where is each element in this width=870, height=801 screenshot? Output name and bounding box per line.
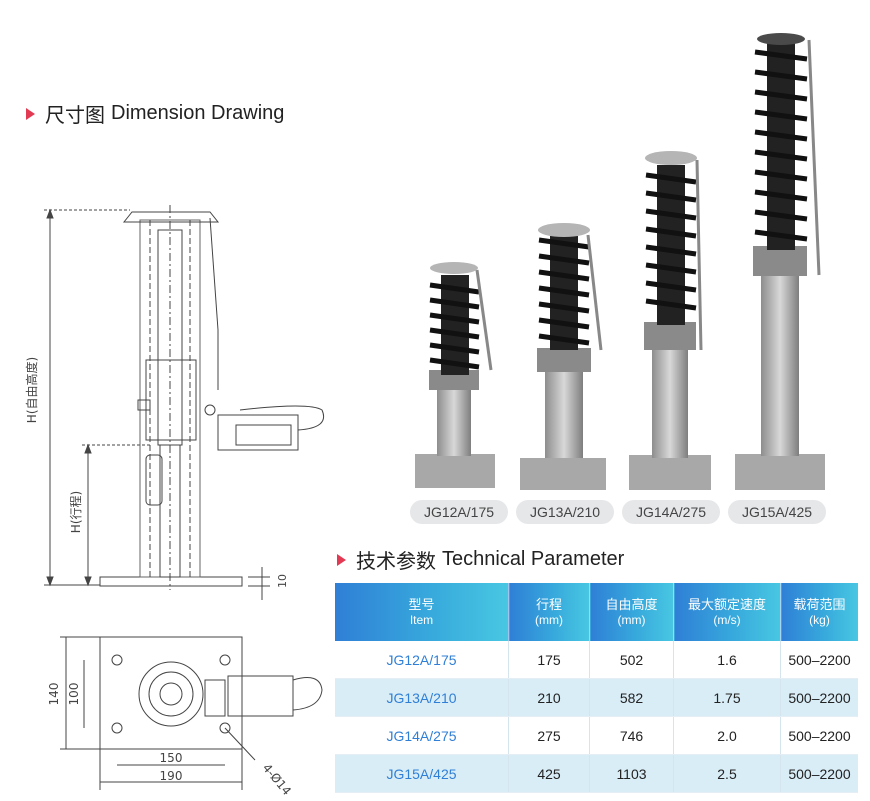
cell-load-range: 500–2200 [780,716,858,755]
holes-label: 4-Ø14 [260,761,294,798]
header-stroke: 行程(mm) [508,583,590,641]
header-load-range: 载荷范围(kg) [780,583,858,641]
triangle-bullet-icon [337,553,346,566]
cell-stroke: 425 [508,754,590,793]
dim-140-label: 140 [47,683,61,706]
base-thickness-label: 10 [276,574,289,588]
product-tag-jg14a: JG14A/275 [622,500,720,524]
cell-max-speed: 1.75 [673,678,781,717]
dimension-drawing: H(自由高度) H(行程) 10 140 100 150 190 4-Ø14 [24,205,324,798]
stroke-label: H(行程) [68,491,83,533]
cell-max-speed: 2.0 [673,716,781,755]
table-row: JG15A/425 425 1103 2.5 500–2200 [335,754,858,793]
product-tag-jg15a: JG15A/425 [728,500,826,524]
parameter-heading-cn: 技术参数 [356,549,436,573]
table-row: JG13A/210 210 582 1.75 500–2200 [335,678,858,717]
header-free-height: 自由高度(mm) [589,583,674,641]
cell-stroke: 275 [508,716,590,755]
parameter-heading-en: Technical Parameter [442,548,625,570]
product-tag-label: JG13A/210 [529,504,601,520]
free-height-label: H(自由高度) [24,357,39,423]
cell-free-height: 746 [589,716,674,755]
dimension-heading-cn: 尺寸图 [45,103,105,127]
dim-150-label: 150 [160,751,183,765]
dim-100-label: 100 [67,683,81,706]
cell-max-speed: 2.5 [673,754,781,793]
dim-190-label: 190 [160,769,183,783]
cell-stroke: 175 [508,641,590,679]
product-1-image [415,262,495,488]
product-photos [415,33,825,490]
table-row: JG12A/175 175 502 1.6 500–2200 [335,641,858,679]
table-row: JG14A/275 275 746 2.0 500–2200 [335,716,858,755]
cell-stroke: 210 [508,678,590,717]
product-3-image [629,151,711,490]
triangle-bullet-icon [26,107,35,120]
product-tag-label: JG12A/175 [423,504,495,520]
cell-load-range: 500–2200 [780,678,858,717]
cell-load-range: 500–2200 [780,641,858,679]
cell-model: JG13A/210 [335,678,509,717]
cell-model: JG15A/425 [335,754,509,793]
product-4-image [735,33,825,490]
product-2-image [520,223,606,490]
dimension-heading: 尺寸图 Dimension Drawing [26,99,284,128]
product-tag-label: JG14A/275 [635,504,707,520]
cell-model: JG14A/275 [335,716,509,755]
header-max-speed: 最大额定速度(m/s) [673,583,781,641]
cell-free-height: 582 [589,678,674,717]
dimension-heading-en: Dimension Drawing [111,102,285,124]
cell-load-range: 500–2200 [780,754,858,793]
product-tag-label: JG15A/425 [741,504,813,520]
cell-model: JG12A/175 [335,641,509,679]
cell-max-speed: 1.6 [673,641,781,679]
cell-free-height: 1103 [589,754,674,793]
cell-free-height: 502 [589,641,674,679]
parameter-heading: 技术参数 Technical Parameter [337,545,624,574]
product-tag-jg12a: JG12A/175 [410,500,508,524]
product-tag-jg13a: JG13A/210 [516,500,614,524]
